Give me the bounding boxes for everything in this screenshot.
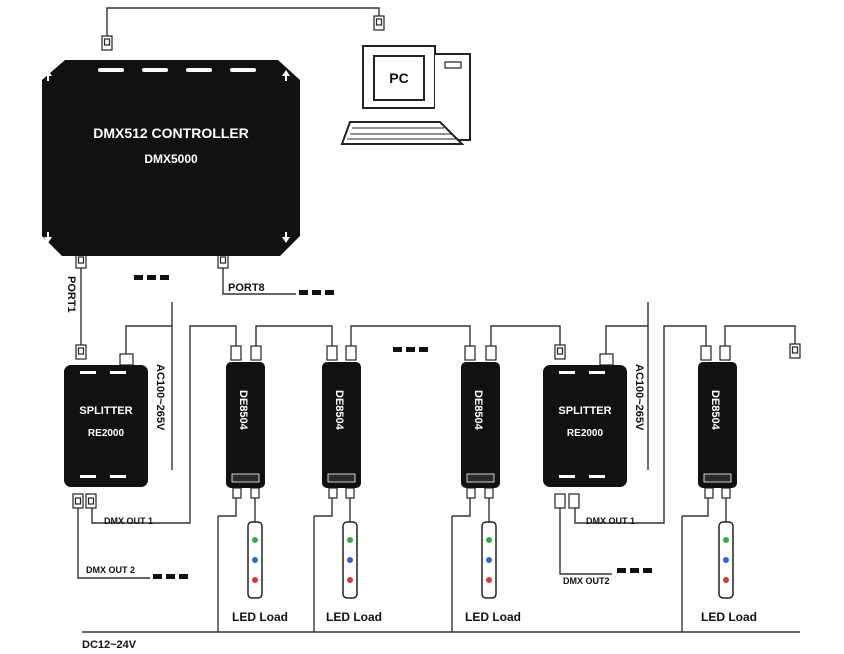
led-load-label-4: LED Load	[701, 610, 757, 624]
decoder-1-model: DE8504	[237, 390, 249, 431]
decoder-3: DE8504	[461, 362, 500, 488]
led-bar-4	[718, 521, 734, 599]
decoder-4: DE8504	[698, 362, 737, 488]
splitter-2-model: RE2000	[567, 428, 604, 439]
wires	[77, 7, 800, 633]
decoder-2-model: DE8504	[333, 390, 345, 431]
controller-title: DMX512 CONTROLLER	[93, 125, 249, 141]
pc-computer	[340, 45, 471, 145]
led-load-label-2: LED Load	[326, 610, 382, 624]
splitter-1-model: RE2000	[88, 428, 125, 439]
splitter-1: SPLITTER RE2000	[64, 365, 148, 487]
dmx-controller: DMX512 CONTROLLER DMX5000	[42, 60, 300, 256]
splitter-1-power: AC100~265V	[154, 364, 166, 431]
splitter-2-title: SPLITTER	[558, 405, 611, 417]
led-load-label-1: LED Load	[232, 610, 288, 624]
connectors	[72, 15, 801, 509]
decoder-2: DE8504	[322, 362, 361, 488]
port8-label: PORT8	[228, 282, 265, 294]
pc-label: PC	[389, 70, 408, 86]
controller-model: DMX5000	[144, 152, 198, 166]
splitter-1-title: SPLITTER	[79, 405, 132, 417]
splitter-2-out2: DMX OUT2	[563, 576, 610, 586]
splitter-2: SPLITTER RE2000	[543, 365, 627, 487]
port1-label: PORT1	[65, 276, 77, 313]
dc-bus-label: DC12~24V	[82, 639, 137, 651]
splitter-1-out1: DMX OUT 1	[104, 516, 153, 526]
splitter-1-out2: DMX OUT 2	[86, 565, 135, 575]
mount-hole-icon	[44, 70, 290, 243]
led-bar-1	[247, 521, 263, 599]
led-load-label-3: LED Load	[465, 610, 521, 624]
decoder-1: DE8504	[226, 362, 265, 488]
splitter-2-out1: DMX OUT 1	[586, 516, 635, 526]
led-bar-2	[342, 521, 358, 599]
decoder-4-model: DE8504	[709, 390, 721, 431]
splitter-2-power: AC100~265V	[633, 364, 645, 431]
ellipsis-icon	[134, 275, 652, 579]
decoder-3-model: DE8504	[472, 390, 484, 431]
led-bar-3	[481, 521, 497, 599]
